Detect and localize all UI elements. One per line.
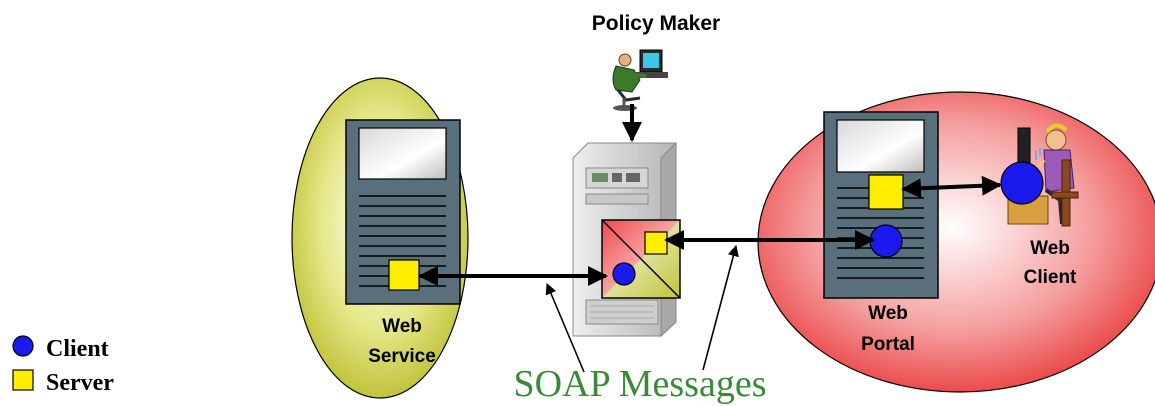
legend-server-icon [12, 369, 34, 391]
legend-server-label: Server [46, 370, 114, 396]
soap-pointer-arrow-right [702, 244, 739, 371]
web-service-server-square [388, 259, 420, 291]
web-client-label-line2: Client [1024, 267, 1077, 288]
web-portal-server-icon [823, 111, 939, 299]
web-portal-label-line2: Portal [861, 334, 915, 355]
web-client-icon [1000, 123, 1079, 227]
legend-client-label: Client [46, 336, 109, 362]
legend: Client Server [12, 335, 114, 396]
web-portal-label-line1: Web [868, 303, 908, 324]
web-portal-client-circle [869, 224, 903, 258]
soap-messages-label: SOAP Messages [514, 363, 767, 405]
web-service-label-line1: Web [382, 316, 422, 337]
web-client-label-line1: Web [1030, 238, 1070, 259]
web-service-label-line2: Service [368, 346, 436, 367]
web-client-circle [1000, 161, 1044, 205]
soap-pointer-arrow-left [545, 282, 585, 373]
proxy-server-square [644, 231, 668, 255]
policy-maker-label: Policy Maker [592, 12, 720, 35]
web-portal-server-square [868, 174, 904, 210]
policy-maker-icon [612, 49, 668, 111]
portal-client-arrow [901, 175, 1002, 199]
legend-client-icon [12, 335, 34, 357]
proxy-client-circle [612, 262, 636, 286]
proxy-module [601, 219, 681, 299]
